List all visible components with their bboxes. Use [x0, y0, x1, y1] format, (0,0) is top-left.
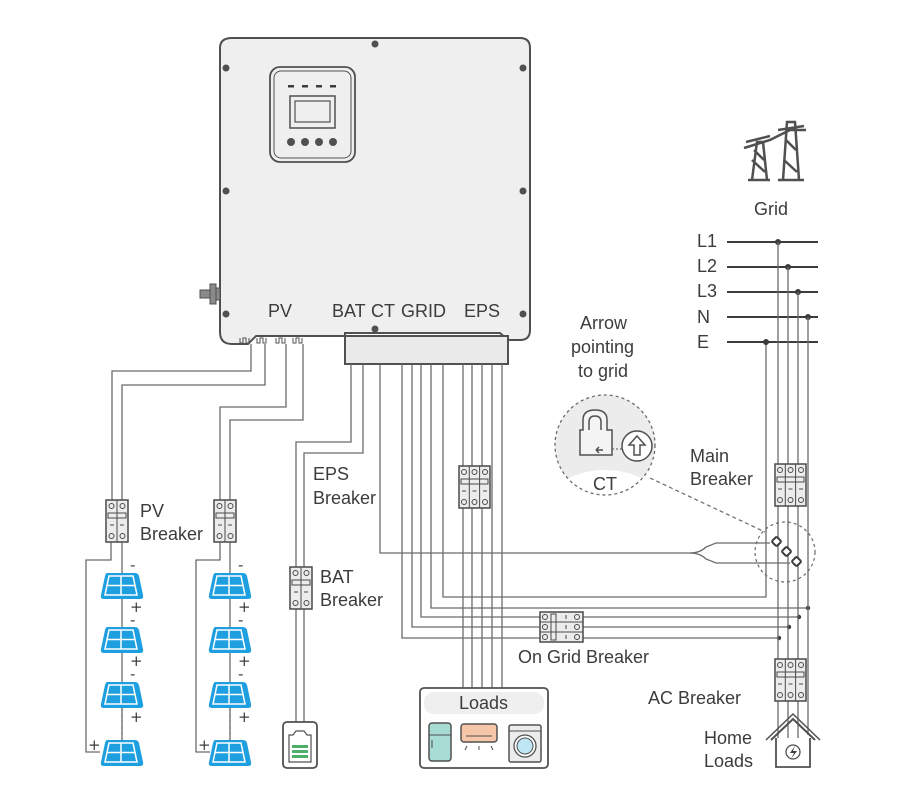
- home-loads-label-line1: Home: [704, 728, 752, 748]
- minus-terminal-mark: -: [130, 556, 135, 574]
- minus-terminal-mark: -: [130, 611, 135, 629]
- lcd-screen: [289, 95, 336, 129]
- ct-callout-leader: [649, 477, 766, 533]
- ct-installed: [754, 521, 816, 583]
- solar-panel-icon: [208, 572, 252, 600]
- on-grid-breaker-label: On Grid Breaker: [518, 647, 649, 667]
- grid-line-label-e: E: [697, 332, 709, 352]
- main-breaker: [774, 463, 807, 507]
- grid-line-label-l3: L3: [697, 281, 717, 301]
- solar-panel-icon: [100, 626, 144, 654]
- minus-terminal-mark: -: [238, 665, 243, 683]
- grid-tower-icon: [743, 120, 806, 182]
- plus-terminal-mark: +: [238, 598, 251, 616]
- status-led-indicators: [288, 85, 336, 88]
- pv-polarity-marks: - + - + - + + - + - + - + +: [88, 556, 251, 754]
- plus-terminal-mark: +: [130, 708, 143, 726]
- eps-breaker: [458, 465, 491, 509]
- solar-panel-icon: [100, 739, 144, 767]
- down-button-icon: [315, 138, 323, 146]
- control-buttons: [287, 138, 337, 146]
- ac-breaker-label: AC Breaker: [648, 688, 741, 708]
- ct-caption-line3: to grid: [578, 361, 628, 381]
- ct-caption-line2: pointing: [571, 337, 634, 357]
- plus-terminal-mark: +: [238, 652, 251, 670]
- port-label-ct: CT: [371, 301, 395, 321]
- loads-title: Loads: [459, 693, 508, 713]
- refrigerator-icon: [428, 722, 452, 762]
- home-icon: [765, 712, 821, 768]
- grid-bus-lines: L1 L2 L3 N E: [697, 231, 818, 352]
- grid-title: Grid: [754, 199, 788, 219]
- plus-terminal-mark: +: [238, 708, 251, 726]
- grid-line-label-l2: L2: [697, 256, 717, 276]
- bat-breaker-label-line1: BAT: [320, 567, 354, 587]
- pv-string-2: [208, 572, 252, 767]
- solar-panel-icon: [208, 626, 252, 654]
- up-button-icon: [301, 138, 309, 146]
- minus-terminal-mark: -: [238, 611, 243, 629]
- ct-callout: CT: [554, 394, 656, 496]
- port-label-pv: PV: [268, 301, 292, 321]
- solar-panel-icon: [208, 681, 252, 709]
- eps-loads-box: Loads: [419, 687, 549, 769]
- main-breaker-label-line1: Main: [690, 446, 729, 466]
- plus-terminal-mark: +: [88, 736, 101, 754]
- washing-machine-icon: [508, 724, 542, 763]
- pv-connectors: [239, 337, 303, 344]
- main-breaker-label-line2: Breaker: [690, 469, 753, 489]
- eps-breaker-label-line1: EPS: [313, 464, 349, 484]
- pv-breaker-1: [105, 499, 129, 543]
- ct-label: CT: [593, 474, 617, 494]
- on-grid-breaker: [539, 611, 584, 643]
- solar-panel-icon: [208, 739, 252, 767]
- minus-terminal-mark: -: [130, 665, 135, 683]
- ct-caption-line1: Arrow: [580, 313, 628, 333]
- port-label-grid: GRID: [401, 301, 446, 321]
- pv-breaker-2: [213, 499, 237, 543]
- plus-terminal-mark: +: [198, 736, 211, 754]
- inverter-body: [219, 37, 531, 345]
- solar-panel-icon: [100, 572, 144, 600]
- port-label-bat: BAT: [332, 301, 366, 321]
- output-wiring: [379, 340, 808, 688]
- pv-breaker-label-line2: Breaker: [140, 524, 203, 544]
- air-conditioner-icon: [460, 723, 498, 751]
- enter-button-icon: [329, 138, 337, 146]
- plus-terminal-mark: +: [130, 652, 143, 670]
- plus-terminal-mark: +: [130, 598, 143, 616]
- inverter: PV BAT CT GRID EPS: [199, 37, 531, 365]
- inverter-display-panel: [269, 66, 356, 163]
- ac-breaker: [774, 658, 807, 702]
- battery-icon: [282, 721, 318, 769]
- port-label-eps: EPS: [464, 301, 500, 321]
- grid-tap-dots: [776, 605, 811, 641]
- pv-string-1: [100, 572, 144, 767]
- eps-breaker-label-line2: Breaker: [313, 488, 376, 508]
- esc-button-icon: [287, 138, 295, 146]
- bat-breaker-label-line2: Breaker: [320, 590, 383, 610]
- terminal-cover: [344, 335, 509, 365]
- dc-switch-icon: [199, 283, 221, 305]
- bat-breaker: [289, 566, 313, 610]
- lightning-icon: [790, 746, 797, 759]
- grid-line-label-l1: L1: [697, 231, 717, 251]
- pv-breaker-label-line1: PV: [140, 501, 164, 521]
- minus-terminal-mark: -: [238, 556, 243, 574]
- grid-line-label-n: N: [697, 307, 710, 327]
- solar-panel-icon: [100, 681, 144, 709]
- ct-clamp-icon: [579, 409, 613, 456]
- bat-wiring: [295, 364, 364, 722]
- inverter-screws: [222, 40, 527, 333]
- home-loads-label-line2: Loads: [704, 751, 753, 771]
- arrow-up-icon: [621, 430, 653, 462]
